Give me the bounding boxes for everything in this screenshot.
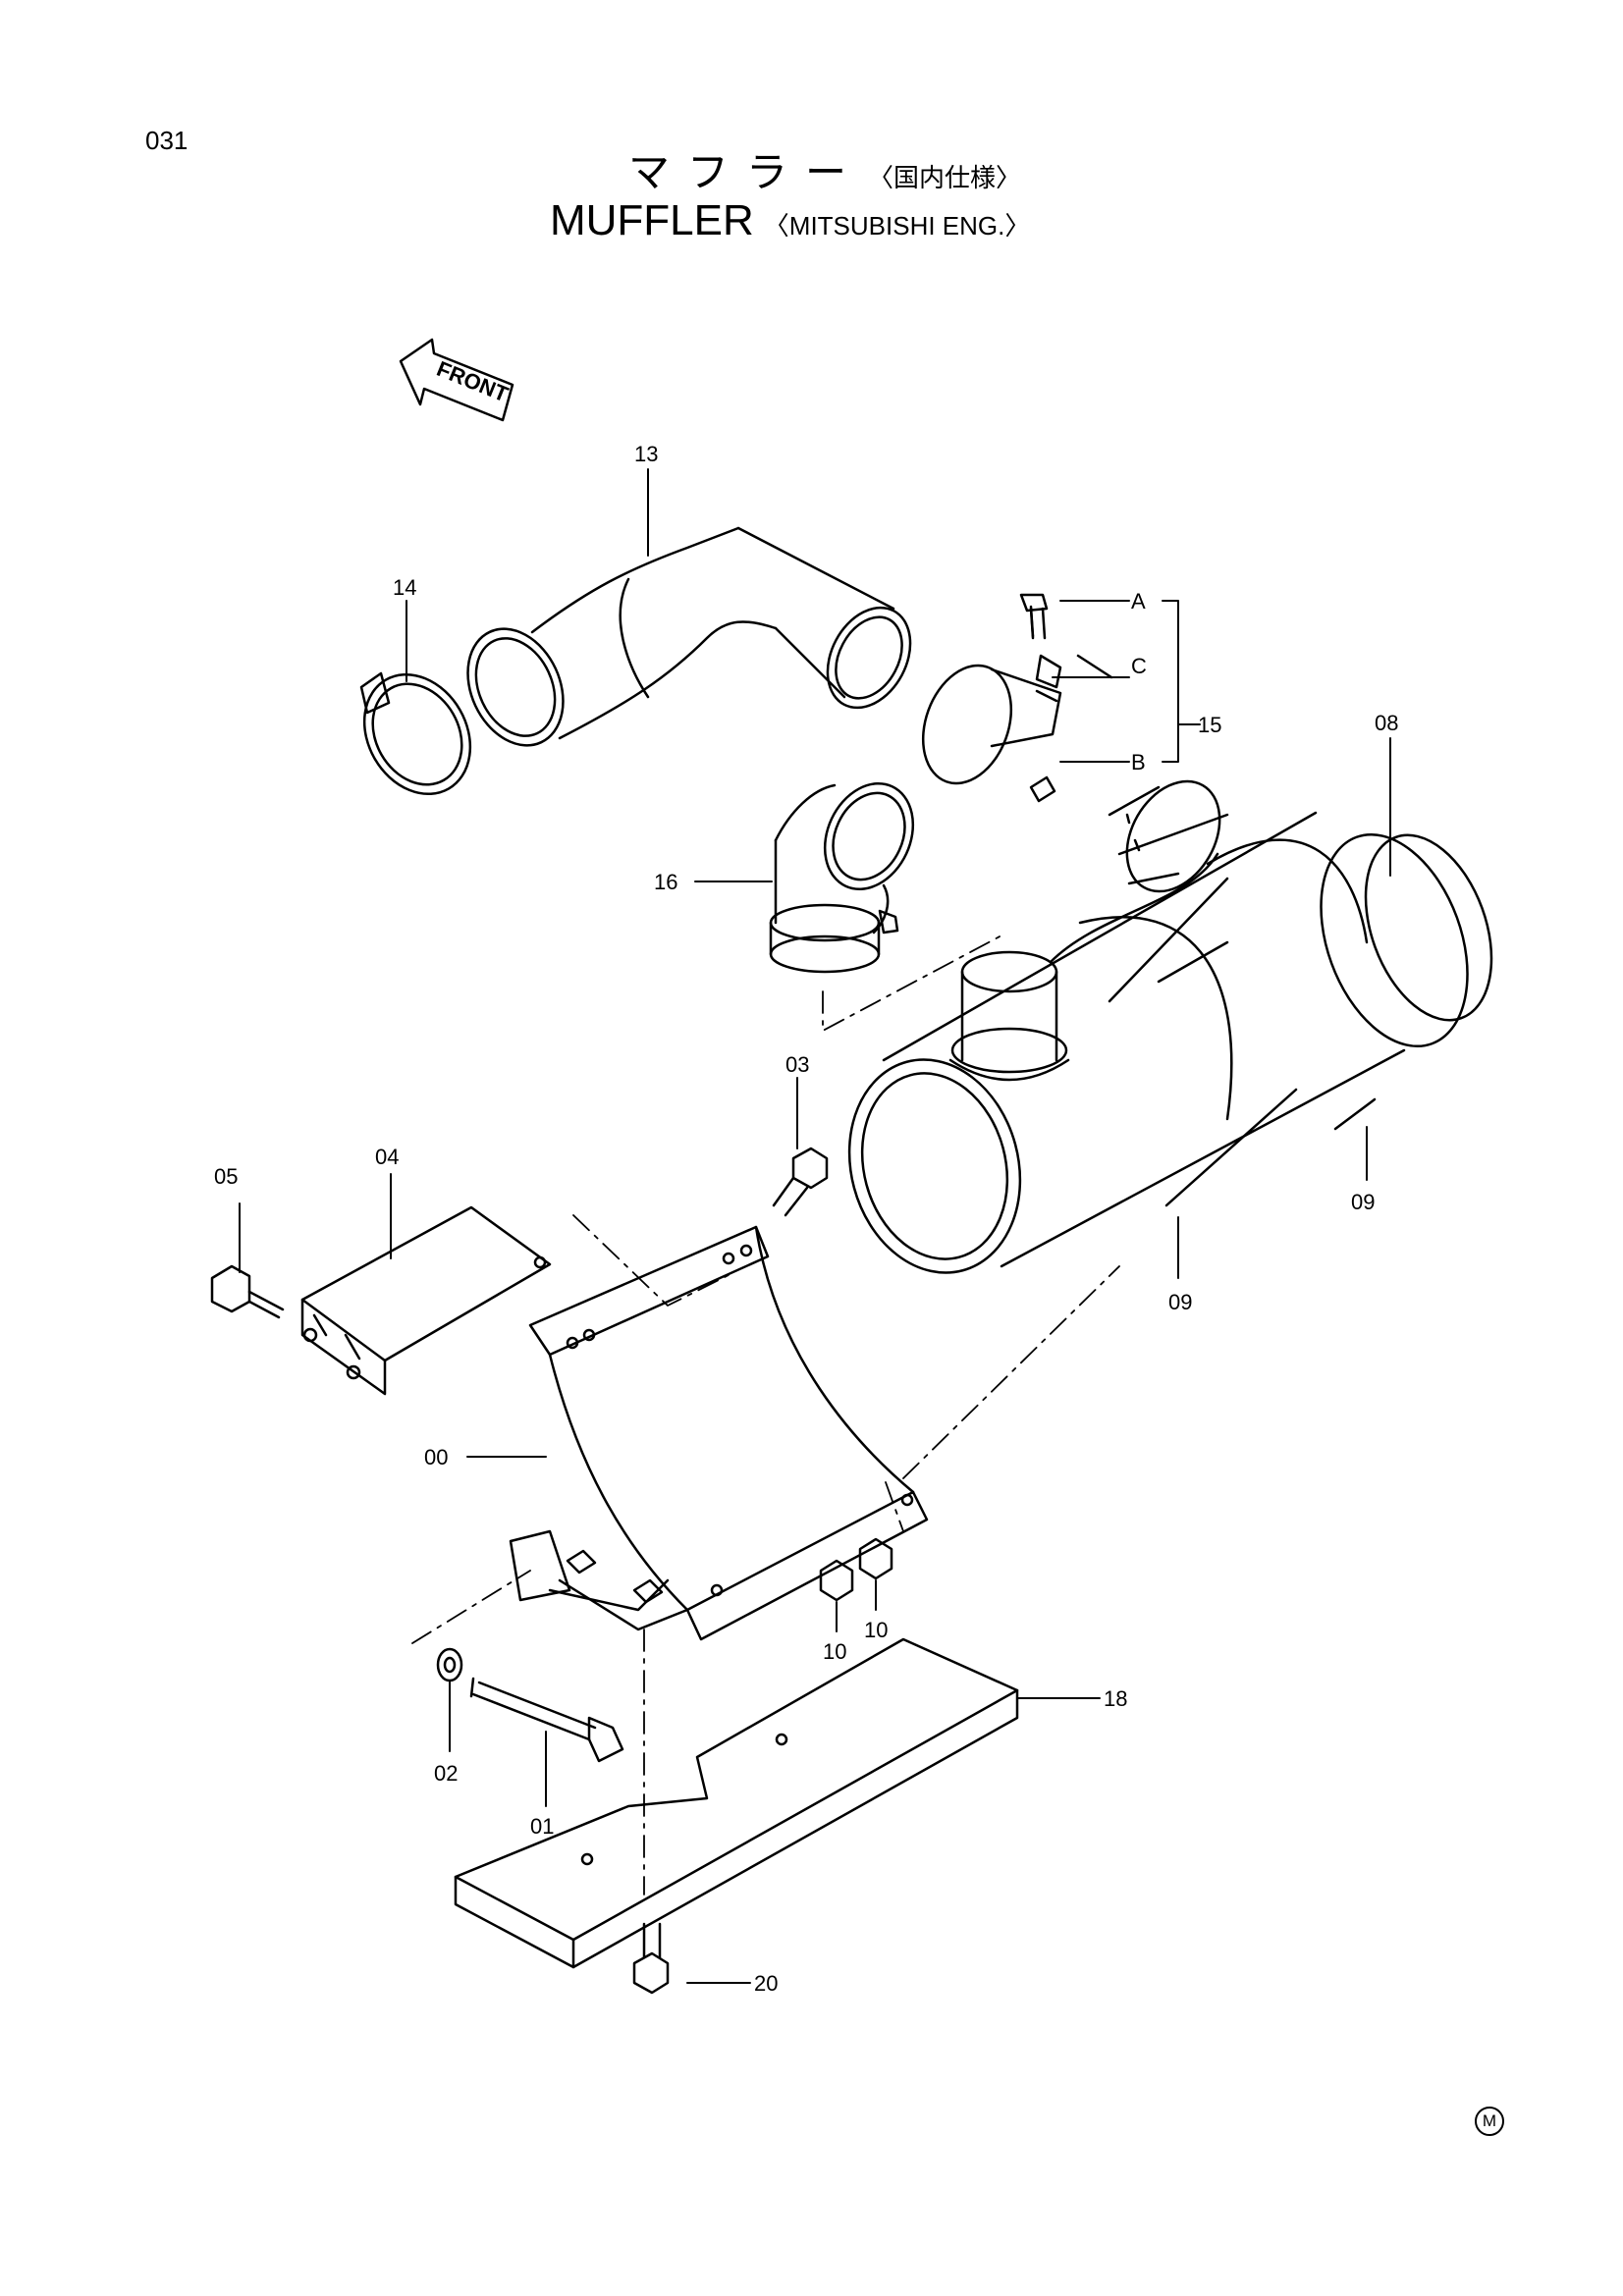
label-B: B: [1131, 750, 1146, 774]
bolt-20: [632, 1922, 670, 1995]
page-number: 031: [145, 126, 189, 155]
label-13: 13: [634, 442, 658, 466]
label-16: 16: [654, 870, 677, 894]
support-bracket-04: [300, 1205, 552, 1396]
label-09-right: 09: [1351, 1190, 1375, 1214]
label-A: A: [1131, 589, 1146, 614]
bolt-01: [469, 1677, 624, 1763]
clamp-assembly-15: [921, 593, 1113, 803]
label-05: 05: [214, 1164, 238, 1189]
leader-lines: [239, 468, 1391, 1984]
label-18: 18: [1104, 1686, 1127, 1711]
bolt-05: [210, 1264, 285, 1319]
title-japanese: マフラー〈国内仕様〉: [628, 139, 1021, 199]
title-en-subtitle: 〈MITSUBISHI ENG.〉: [763, 211, 1031, 240]
label-00: 00: [424, 1445, 448, 1469]
washer-02: [436, 1647, 463, 1682]
label-14: 14: [393, 575, 416, 600]
label-08: 08: [1375, 711, 1398, 735]
label-20: 20: [754, 1971, 778, 1996]
title-jp-subtitle: 〈国内仕様〉: [868, 164, 1022, 193]
label-02: 02: [434, 1761, 458, 1786]
elbow-pipe-16: [769, 781, 915, 974]
muffler-body-08: [847, 811, 1493, 1274]
title-en-text: MUFFLER: [550, 196, 754, 244]
corner-m-mark: M: [1475, 2107, 1504, 2136]
part-labels: 13 14 A C 15 B 08 16 03 05 04 09 09 00 1…: [214, 442, 1398, 1996]
muffler-bracket-00: [509, 1225, 929, 1641]
title-english: MUFFLER 〈MITSUBISHI ENG.〉: [550, 196, 1030, 245]
label-C: C: [1131, 654, 1147, 678]
label-04: 04: [375, 1145, 399, 1169]
bolt-03: [772, 1147, 829, 1217]
inner-tube: [1108, 779, 1221, 893]
label-10-left: 10: [823, 1639, 846, 1664]
label-01: 01: [530, 1814, 554, 1839]
phantom-lines: [411, 934, 1120, 1896]
front-arrow-icon: FRONT: [399, 338, 514, 422]
label-03: 03: [785, 1052, 809, 1077]
label-15: 15: [1198, 713, 1221, 737]
front-label: FRONT: [433, 356, 512, 407]
nuts-10: [819, 1537, 893, 1602]
exhaust-pipe-13: [466, 526, 912, 747]
hose-clamp-14: [359, 671, 472, 796]
label-09-center: 09: [1168, 1290, 1192, 1314]
base-plate-18: [454, 1637, 1019, 1969]
label-10-right: 10: [864, 1618, 888, 1642]
title-jp-text: マフラー: [628, 148, 865, 196]
